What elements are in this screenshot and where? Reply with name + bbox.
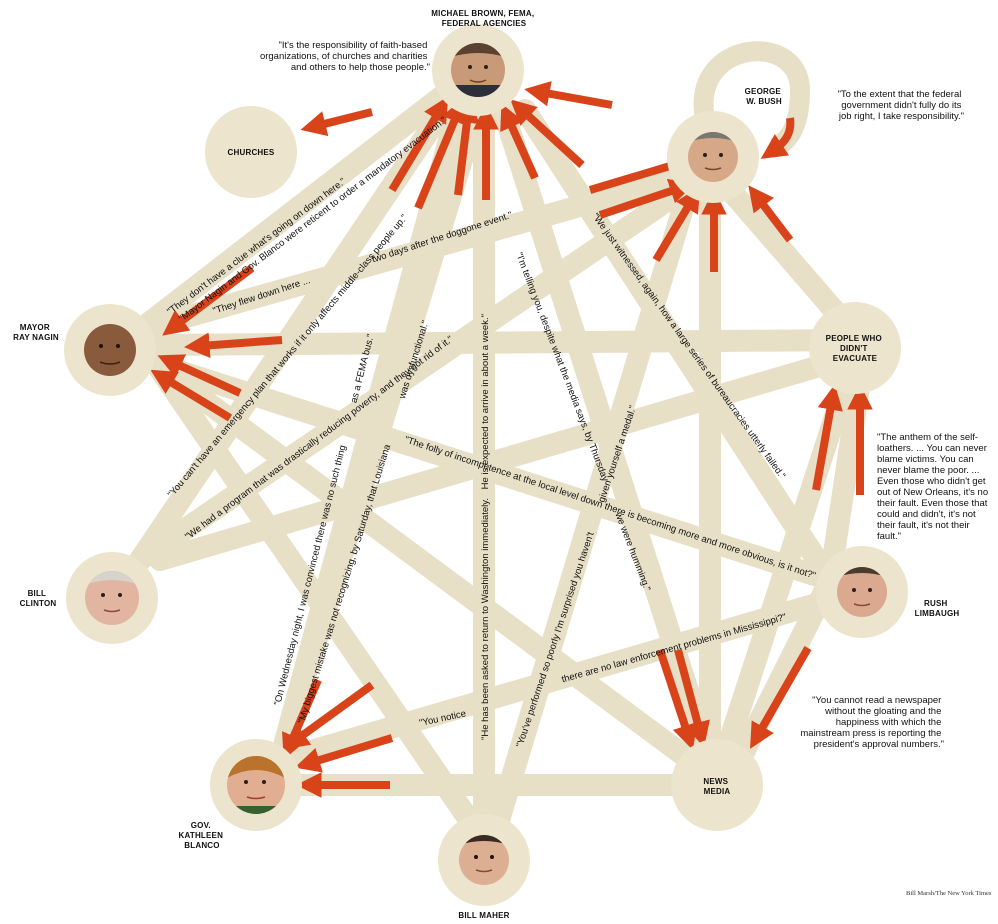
arrow-to-blanco-1 bbox=[283, 681, 375, 750]
label-evac: PEOPLE WHO DIDN'T EVACUATE bbox=[826, 334, 885, 363]
band-clinton-bush bbox=[129, 174, 701, 571]
arrow-bush-brown bbox=[524, 81, 613, 109]
band-blanco-limbaugh bbox=[269, 589, 841, 771]
band-limbaugh-evac bbox=[819, 369, 871, 591]
label-brown: MICHAEL BROWN, FEMA, FEDERAL AGENCIES bbox=[431, 9, 536, 28]
label-churches: CHURCHES bbox=[228, 148, 275, 157]
node-media bbox=[671, 739, 763, 831]
arrow-limbaugh-media bbox=[750, 646, 812, 749]
node-churches bbox=[205, 106, 297, 198]
arrow-limbaugh-brown bbox=[510, 99, 585, 168]
arrow-brown-media bbox=[656, 648, 698, 751]
label-nagin: MAYOR RAY NAGIN bbox=[13, 323, 59, 342]
arrow-limbaugh-nagin bbox=[157, 354, 242, 397]
node-evac bbox=[809, 302, 901, 394]
arrow-brown-blanco bbox=[282, 678, 322, 760]
quote-brown: "It's the responsibility of faith-based … bbox=[260, 40, 430, 73]
arrow-limbaugh-blanco bbox=[294, 734, 394, 773]
arrow-clinton-brown bbox=[414, 97, 467, 210]
connection-bands bbox=[129, 79, 871, 841]
portrait-nagin bbox=[84, 324, 136, 376]
blame-arrows bbox=[150, 81, 873, 798]
band-media-brown bbox=[489, 89, 721, 771]
label-media: NEWS MEDIA bbox=[703, 777, 730, 796]
label-limbaugh: RUSH LIMBAUGH bbox=[915, 599, 960, 618]
arrow-blanco-brown bbox=[454, 97, 480, 196]
label-clinton: BILL CLINTON bbox=[20, 589, 57, 608]
band-nagin-brown bbox=[129, 79, 461, 341]
arrow-maher-bush bbox=[652, 186, 701, 263]
arrow-brown-churches bbox=[300, 108, 373, 137]
portrait-blanco bbox=[227, 756, 285, 814]
portrait-maher bbox=[459, 835, 509, 885]
bush-self-loop-arrow bbox=[760, 117, 795, 159]
band-media-nagin bbox=[139, 349, 701, 771]
photo-credit: Bill Marsh/The New York Times bbox=[906, 890, 992, 897]
portrait-clinton bbox=[85, 571, 139, 625]
portrait-limbaugh bbox=[837, 567, 887, 617]
arrow-evac-nagin bbox=[184, 332, 283, 359]
band-limbaugh-nagin bbox=[149, 354, 841, 591]
arrow-clinton-bush bbox=[598, 178, 696, 219]
portrait-brown bbox=[451, 43, 505, 97]
arrow-nagin-brown bbox=[388, 96, 449, 193]
portrait-bush bbox=[688, 132, 738, 182]
label-bush: GEORGE W. BUSH bbox=[745, 87, 784, 106]
label-blanco: GOV. KATHLEEN BLANCO bbox=[179, 821, 226, 850]
band-maher-nagin bbox=[139, 344, 487, 841]
quote-limbaugh-evac: "The anthem of the self- loathers. ... Y… bbox=[877, 432, 991, 542]
path-quote-11: "He has been asked to return to Washingt… bbox=[480, 498, 491, 740]
arrow-media-nagin bbox=[150, 369, 233, 422]
arrow-nagin-bush bbox=[588, 153, 696, 194]
arrow-evac-bush bbox=[748, 185, 794, 243]
label-maher: BILL MAHER bbox=[458, 911, 509, 920]
quote-bush: "To the extent that the federal governme… bbox=[838, 89, 964, 122]
band-limbaugh-brown bbox=[514, 99, 841, 591]
arrow-bush-media bbox=[674, 648, 710, 748]
quote-limbaugh-media: "You cannot read a newspaper without the… bbox=[800, 695, 944, 750]
arrow-to-nagin-1 bbox=[162, 264, 255, 336]
arrow-limbaugh-evac-1 bbox=[812, 384, 843, 491]
path-quote-12: He is expected to arrive in about a week… bbox=[480, 314, 491, 489]
arrow-media-brown bbox=[500, 103, 539, 180]
